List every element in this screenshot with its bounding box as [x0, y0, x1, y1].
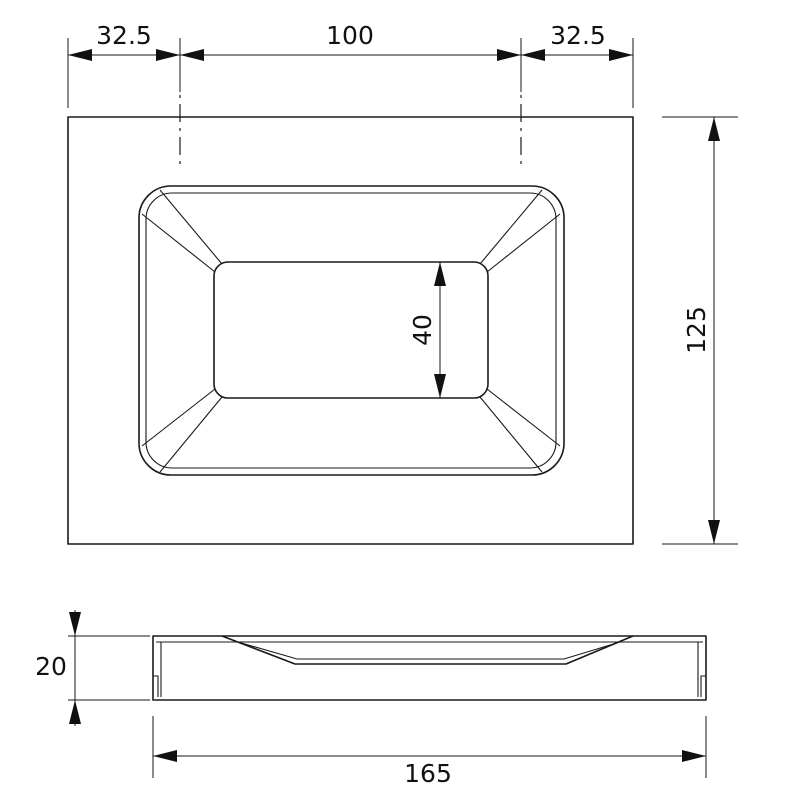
total-width-dimension: 165 [152, 716, 707, 788]
arrowhead [708, 520, 720, 544]
arrowhead [497, 49, 521, 61]
depression-profile-inner [237, 641, 621, 660]
arrowhead [153, 750, 177, 762]
arrowhead [68, 49, 92, 61]
inner-height-dimension: 40 [408, 262, 446, 398]
arrowhead [708, 117, 720, 141]
top-view [67, 95, 634, 545]
arrowhead [69, 612, 81, 636]
tray-floor-outline [213, 261, 489, 399]
depression-profile-outer [221, 635, 634, 665]
arrowhead [69, 700, 81, 724]
dim-label-total-width: 165 [404, 759, 452, 788]
dim-label-left-margin: 32.5 [96, 21, 152, 50]
dim-label-total-height: 125 [682, 306, 711, 354]
arrowhead [609, 49, 633, 61]
bevel-line [159, 189, 223, 265]
total-height-dimension: 125 [662, 116, 738, 545]
dim-label-inner-height: 40 [408, 314, 437, 346]
arrowhead [434, 262, 446, 286]
dim-label-center-width: 100 [326, 21, 374, 50]
bevel-line [479, 189, 543, 265]
arrowhead [156, 49, 180, 61]
dim-label-right-margin: 32.5 [550, 21, 606, 50]
bevel-line [486, 388, 561, 447]
top-dimensions: 32.5 100 32.5 [67, 21, 634, 108]
arrowhead [434, 374, 446, 398]
tray-outer-outline [138, 185, 565, 476]
arrowhead [682, 750, 706, 762]
bevel-line [141, 213, 216, 273]
dim-label-depth: 20 [35, 652, 67, 681]
side-view [152, 635, 707, 701]
notch-right [700, 675, 706, 697]
bevel-line [159, 396, 223, 473]
depth-dimension: 20 [35, 610, 150, 726]
bevel-line [479, 396, 543, 473]
notch-left [153, 675, 159, 697]
bevel-line [141, 388, 216, 447]
bevel-lines [141, 189, 561, 473]
tray-lip-outline [145, 192, 557, 469]
arrowhead [521, 49, 545, 61]
arrowhead [180, 49, 204, 61]
outer-plate-outline [67, 116, 634, 545]
side-body-outline [152, 635, 707, 701]
bevel-line [486, 213, 561, 273]
